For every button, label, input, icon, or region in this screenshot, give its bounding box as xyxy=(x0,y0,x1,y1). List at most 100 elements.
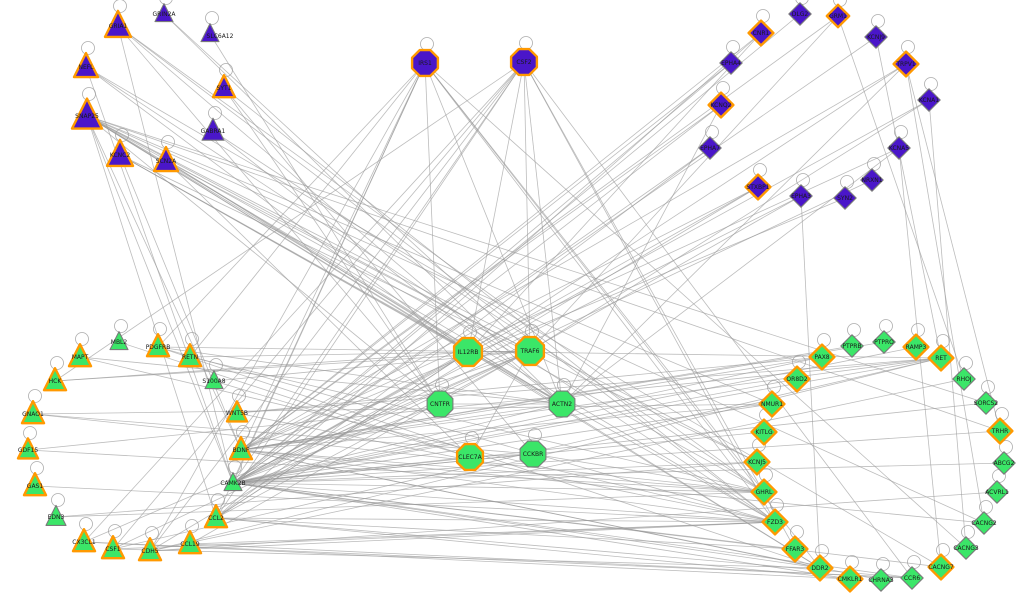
node-ABCG2[interactable] xyxy=(992,451,1016,475)
self-loop-DDR2 xyxy=(815,544,829,558)
self-loop-NEFL xyxy=(81,41,95,55)
node-CX3CL1[interactable] xyxy=(71,528,97,553)
node-RAMP3[interactable] xyxy=(902,333,930,361)
self-loop-DLG2 xyxy=(795,0,809,5)
node-DLG2[interactable] xyxy=(788,2,812,26)
node-PDGFRB[interactable] xyxy=(145,333,171,358)
node-CNR1[interactable] xyxy=(747,19,775,47)
node-KCNJ9[interactable] xyxy=(864,25,888,49)
node-KITLG[interactable] xyxy=(750,418,778,446)
node-EPHA4[interactable] xyxy=(719,51,743,75)
node-CACNG3[interactable] xyxy=(954,536,978,560)
node-CCR6[interactable] xyxy=(900,566,924,590)
node-GABRA1[interactable] xyxy=(201,117,225,141)
node-STXBP1[interactable] xyxy=(744,173,772,201)
node-KCNA5[interactable] xyxy=(887,136,911,160)
edge-STXBP1-CDH5 xyxy=(149,186,759,552)
node-SORCS2[interactable] xyxy=(974,391,998,415)
self-loop-HCK xyxy=(50,356,64,370)
edge-GNAO1-NMUR1 xyxy=(32,403,773,415)
node-SNAP25[interactable] xyxy=(70,97,104,130)
node-EPHA7[interactable] xyxy=(698,136,722,160)
node-SYT1[interactable] xyxy=(211,73,237,99)
node-NEFL[interactable] xyxy=(72,51,100,79)
node-GDF15[interactable] xyxy=(16,437,40,460)
node-EPHA3[interactable] xyxy=(789,184,813,208)
node-TRHR[interactable] xyxy=(986,417,1014,445)
node-ACVRL1[interactable] xyxy=(985,480,1009,504)
node-CSF1[interactable] xyxy=(100,535,126,560)
node-CMKLR1[interactable] xyxy=(836,565,864,593)
node-BDNF[interactable] xyxy=(228,436,254,461)
node-CSF2[interactable] xyxy=(509,47,539,77)
node-EDN3[interactable] xyxy=(45,504,67,526)
edge-SNAP25-CAMK2B xyxy=(86,115,234,484)
node-GRIA1[interactable] xyxy=(103,9,133,39)
self-loop-CX3CL1 xyxy=(79,517,93,531)
node-CCL2[interactable] xyxy=(203,504,229,529)
node-FZD3[interactable] xyxy=(761,508,789,536)
node-KCNJ5[interactable] xyxy=(743,448,771,476)
edge-BDNF-RET xyxy=(240,357,942,451)
edge-GNAO1-CCKBR xyxy=(32,413,534,455)
node-GRIN2A[interactable] xyxy=(154,3,174,23)
self-loop-SYT1 xyxy=(219,63,233,77)
node-PTPRB[interactable] xyxy=(840,334,864,358)
node-IL12RB[interactable] xyxy=(452,336,484,368)
edge-CSF2-CX3CL1 xyxy=(83,61,525,543)
self-loop-WNT5B xyxy=(232,389,246,403)
node-MBL2[interactable] xyxy=(109,331,129,351)
node-S100A8[interactable] xyxy=(204,370,224,390)
node-HCK[interactable] xyxy=(42,367,68,392)
nodes-layer xyxy=(16,2,1016,593)
edge-BDNF-ACTN2 xyxy=(240,403,563,451)
edge-CCL2-TRAF6 xyxy=(215,350,531,519)
node-OR8D2[interactable] xyxy=(783,365,811,393)
node-CAMK2B[interactable] xyxy=(223,472,243,492)
node-PTPRO[interactable] xyxy=(872,330,896,354)
node-IRS1[interactable] xyxy=(410,48,440,78)
node-NRXN1[interactable] xyxy=(860,168,884,192)
node-NMUR1[interactable] xyxy=(758,390,786,418)
node-RET[interactable] xyxy=(927,344,955,372)
node-WNT5B[interactable] xyxy=(225,400,249,423)
edge-CAMK2B-OR8D2 xyxy=(232,378,798,484)
node-SCN2A[interactable] xyxy=(152,145,180,173)
edge-TRPV1-TRHR xyxy=(905,63,1001,432)
node-TRAF6[interactable] xyxy=(514,335,546,367)
edge-CNR1-CCL2 xyxy=(215,32,762,519)
edge-CSF2-CAMK2B xyxy=(232,61,525,484)
node-KCNQ2[interactable] xyxy=(707,91,735,119)
node-CDH5[interactable] xyxy=(137,537,163,562)
node-PAX8[interactable] xyxy=(808,343,836,371)
node-RETN[interactable] xyxy=(177,343,203,368)
node-CNTFR[interactable] xyxy=(426,390,454,418)
node-GNAO1[interactable] xyxy=(20,400,46,425)
node-GRM1[interactable] xyxy=(825,3,851,29)
edge-PDGFRB-DDR2 xyxy=(157,346,821,569)
node-KCNC2[interactable] xyxy=(105,138,135,168)
edge-CAMK2B-GHRL xyxy=(232,482,765,493)
node-MAPT[interactable] xyxy=(67,343,93,368)
node-GHRL[interactable] xyxy=(750,478,778,506)
node-SLC6A12[interactable] xyxy=(200,23,220,43)
node-GAS1[interactable] xyxy=(22,472,48,497)
node-CACNG2[interactable] xyxy=(972,511,996,535)
node-CCL19[interactable] xyxy=(177,530,203,555)
self-loop-BDNF xyxy=(236,425,250,439)
node-CHRNA3[interactable] xyxy=(869,568,893,592)
node-CCKBR[interactable] xyxy=(519,440,547,468)
node-FFAR3[interactable] xyxy=(781,535,809,563)
node-KCNA1[interactable] xyxy=(917,88,941,112)
edge-GRIA1-ACTN2 xyxy=(117,25,563,405)
edge-SNAP25-CCL2 xyxy=(86,115,217,519)
node-CLEC7A[interactable] xyxy=(455,442,485,472)
node-CACNG7[interactable] xyxy=(927,553,955,581)
node-ACTN2[interactable] xyxy=(548,390,576,418)
node-TRPV1[interactable] xyxy=(892,50,920,78)
node-DDR2[interactable] xyxy=(806,554,834,582)
node-SYN2[interactable] xyxy=(833,186,857,210)
node-RHOJ[interactable] xyxy=(952,367,976,391)
